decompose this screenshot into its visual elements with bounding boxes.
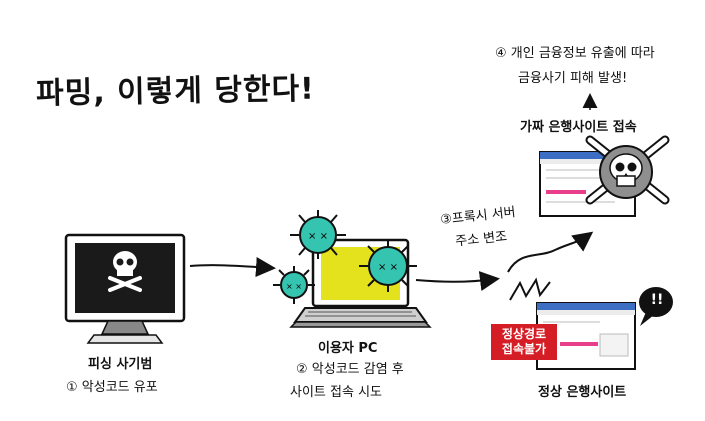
step4-line1: ④ 개인 금융정보 유출에 따라: [495, 46, 655, 61]
blocked-badge: 정상경로 접속불가: [491, 324, 557, 360]
danger-skull-icon: [585, 135, 670, 205]
real-site-label: 정상 은행사이트: [538, 385, 627, 400]
user-pc-label: 이용자 PC: [318, 341, 378, 356]
svg-text:× ×: × ×: [286, 282, 302, 291]
step1-text: ① 악성코드 유포: [66, 380, 158, 395]
virus-icon: × ×: [273, 266, 315, 304]
fake-site-label: 가짜 은행사이트 접속: [520, 120, 637, 135]
speech-bubble: [639, 287, 673, 326]
step2-line1: ② 악성코드 감염 후: [296, 362, 404, 377]
phishing-label: 피싱 사기범: [88, 357, 153, 372]
virus-icon: × ×: [290, 210, 346, 259]
step4-line2: 금융사기 피해 발생!: [518, 71, 628, 86]
arrow-to-proxy: [415, 271, 500, 291]
skull-icon: [108, 251, 142, 292]
step2-line2: 사이트 접속 시도: [290, 385, 382, 400]
blocked-line2: 접속불가: [501, 342, 547, 356]
arrow-to-fake-site: [507, 231, 594, 273]
virus-icon: × ×: [359, 239, 417, 292]
speech-bubble-text: !!: [650, 292, 664, 308]
phishing-monitor: [64, 233, 186, 344]
svg-text:× ×: × ×: [378, 262, 398, 273]
arrow-to-pc: [189, 257, 276, 277]
svg-text:× ×: × ×: [308, 231, 328, 242]
real-bank-window: [536, 302, 636, 370]
user-laptop: [289, 238, 432, 328]
blocked-line1: 정상경로: [501, 327, 547, 341]
blocked-zigzag-icon: [509, 277, 551, 301]
